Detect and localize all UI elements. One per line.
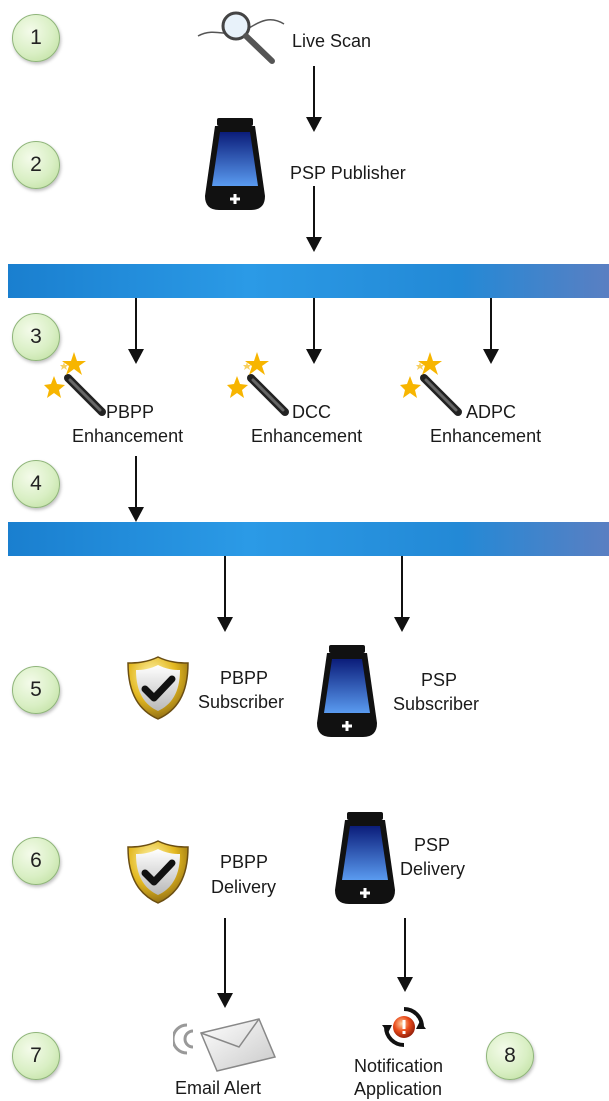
- arrow-bus-to-pbpp-subscriber: [217, 556, 233, 632]
- notification-label-1: Notification: [354, 1056, 444, 1076]
- adpc-enhancement-label-1: ADPC: [466, 402, 517, 422]
- alert-refresh-icon: [382, 1007, 426, 1047]
- arrow-pbpp-enh-to-bus: [128, 456, 144, 522]
- pbpp-enhancement-label-1: PBPP: [106, 402, 155, 422]
- arrow-bus-to-dcc-enh: [306, 298, 322, 364]
- shield-check-icon: [127, 840, 189, 904]
- step-3-circle: 3: [12, 313, 60, 361]
- pbpp-delivery-label-1: PBPP: [220, 852, 269, 872]
- pbpp-subscriber-label-1: PBPP: [220, 668, 269, 688]
- psp-publisher-label: PSP Publisher: [290, 163, 406, 183]
- mobile-device-icon: [335, 812, 395, 904]
- step-5-circle: 5: [12, 666, 60, 714]
- adpc-enhancement-label-2: Enhancement: [430, 426, 542, 446]
- psp-subscriber-label-1: PSP: [421, 670, 458, 690]
- pbpp-enhancement-label-2: Enhancement: [72, 426, 184, 446]
- live-scan-label: Live Scan: [292, 31, 372, 51]
- magic-wand-icon: [227, 352, 289, 416]
- magic-wand-icon: [400, 352, 462, 416]
- psp-delivery-label-2: Delivery: [400, 859, 466, 879]
- arrow-bus-to-adpc-enh: [483, 298, 499, 364]
- step-6-circle: 6: [12, 837, 60, 885]
- step-2-circle: 2: [12, 141, 60, 189]
- arrow-publisher-to-bus: [306, 186, 322, 252]
- pbpp-delivery-label-2: Delivery: [211, 877, 277, 897]
- dcc-enhancement-label-1: DCC: [292, 402, 331, 422]
- email-alert-label: Email Alert: [175, 1078, 262, 1098]
- envelope-icon: [173, 1018, 277, 1072]
- step-7-circle: 7: [12, 1032, 60, 1080]
- psp-subscriber-label-2: Subscriber: [393, 694, 480, 714]
- step-8-circle: 8: [486, 1032, 534, 1080]
- magic-wand-icon: [44, 352, 106, 416]
- publish-bus-bar: [8, 264, 609, 298]
- dcc-enhancement-label-2: Enhancement: [251, 426, 363, 446]
- arrow-scan-to-publisher: [306, 66, 322, 132]
- arrow-bus-to-psp-subscriber: [394, 556, 410, 632]
- psp-delivery-label-1: PSP: [414, 835, 451, 855]
- notification-label-2: Application: [354, 1079, 443, 1099]
- arrow-pbpp-delivery-to-email: [217, 918, 233, 1008]
- magnifier-icon: [197, 11, 285, 64]
- step-1-circle: 1: [12, 14, 60, 62]
- shield-check-icon: [127, 656, 189, 720]
- mobile-device-icon: [205, 118, 265, 210]
- pbpp-subscriber-label-2: Subscriber: [198, 692, 285, 712]
- arrow-bus-to-pbpp-enh: [128, 298, 144, 364]
- mobile-device-icon: [317, 645, 377, 737]
- subscribe-bus-bar: [8, 522, 609, 556]
- arrow-psp-delivery-to-notification: [397, 918, 413, 992]
- step-4-circle: 4: [12, 460, 60, 508]
